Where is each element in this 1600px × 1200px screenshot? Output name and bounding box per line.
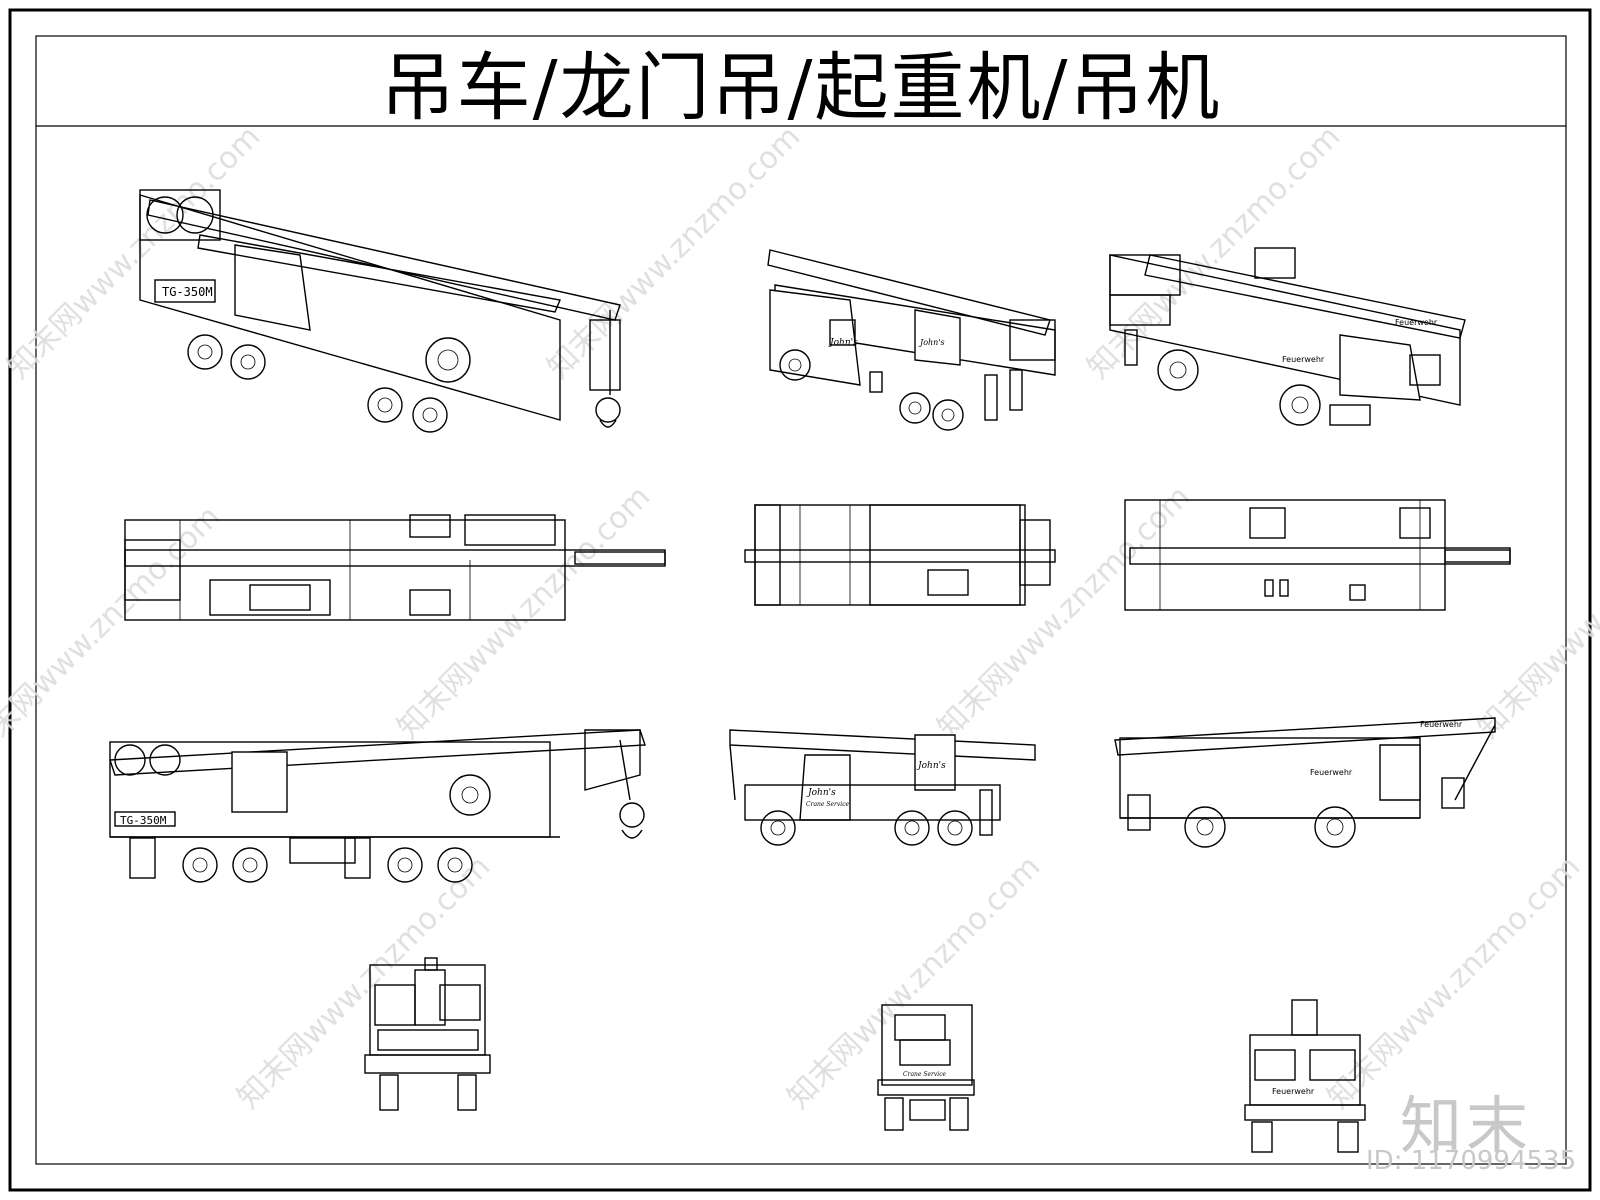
crane-b-front-service-label: Crane Service <box>903 1071 947 1078</box>
watermark-text: 知末网www.znzmo.com <box>1 119 267 385</box>
image-id-label: ID: 1170994535 <box>1366 1146 1577 1176</box>
crane-c-brand-label: Feuerwehr <box>1310 768 1353 777</box>
crane-b-brand-label: John's <box>916 761 946 771</box>
watermark-text: 知末网www.znzmo.com <box>0 499 227 765</box>
watermark-text: 知末网www.znzmo.com <box>931 479 1197 745</box>
crane-b-brand-label: John's <box>806 788 836 798</box>
inner-frame <box>35 35 1567 1165</box>
crane-b-side: John's John's Crane Service <box>729 729 1036 846</box>
crane-b-service-label: Crane Service <box>806 801 850 808</box>
crane-a-plan <box>124 514 666 621</box>
crane-b-isometric: John's John's <box>767 249 1056 431</box>
watermark-text: 知末网www.znzmo.com <box>1081 119 1347 385</box>
crane-c-brand-label: Feuerwehr <box>1420 720 1463 729</box>
crane-c-front: Feuerwehr <box>1244 999 1366 1153</box>
watermark-text: 知末网www.znzmo.com <box>231 849 497 1115</box>
outer-frame <box>8 8 1592 1192</box>
crane-c-plan <box>1124 499 1511 611</box>
crane-c-brand-label: Feuerwehr <box>1395 318 1438 327</box>
crane-c-front-brand-label: Feuerwehr <box>1272 1087 1315 1096</box>
watermark-text: 知末网www.znzmo.com <box>1471 479 1600 745</box>
crane-c-side: Feuerwehr Feuerwehr <box>1114 717 1496 848</box>
crane-b-brand-label: John's <box>828 338 858 348</box>
crane-a-isometric: TG-350M <box>139 189 621 433</box>
watermark-logo: 知末 <box>1400 1089 1533 1162</box>
sheet-title: 吊车/龙门吊/起重机/吊机 <box>380 44 1222 131</box>
crane-b-front: Crane Service <box>877 1004 975 1131</box>
crane-b-brand-label: John's <box>918 338 945 347</box>
crane-c-isometric: Feuerwehr Feuerwehr <box>1109 247 1466 426</box>
crane-a-side: TG-350M <box>109 729 646 883</box>
crane-c-brand-label: Feuerwehr <box>1282 355 1325 364</box>
crane-a-model-plate: TG-350M <box>162 285 213 299</box>
crane-a-front <box>364 957 491 1111</box>
watermark-text: 知末网www.znzmo.com <box>541 119 807 385</box>
crane-b-plan <box>744 504 1056 606</box>
crane-a-model-plate: TG-350M <box>120 814 167 827</box>
